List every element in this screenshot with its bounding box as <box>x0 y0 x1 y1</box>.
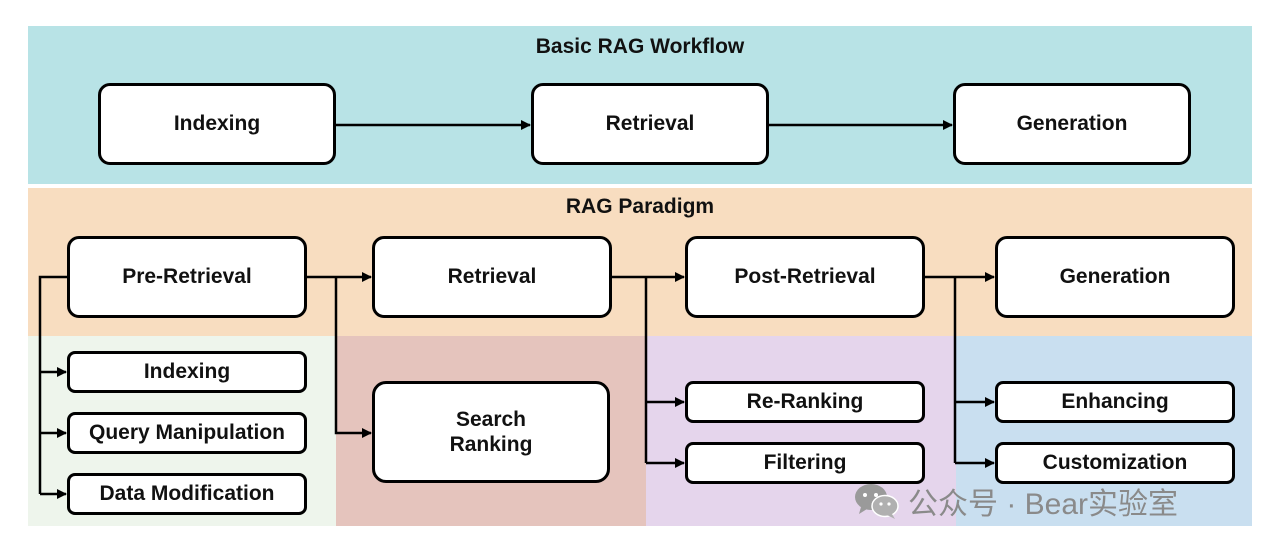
item-search-ranking: Search Ranking <box>372 381 610 483</box>
workflow-title: Basic RAG Workflow <box>535 35 745 58</box>
workflow-step-indexing: Indexing <box>98 83 336 165</box>
item-re-ranking: Re-Ranking <box>685 381 925 423</box>
item-data-modification: Data Modification <box>67 473 307 515</box>
item-filtering: Filtering <box>685 442 925 484</box>
stage-pre-retrieval: Pre-Retrieval <box>67 236 307 318</box>
workflow-step-generation: Generation <box>953 83 1191 165</box>
item-query-manipulation: Query Manipulation <box>67 412 307 454</box>
item-indexing: Indexing <box>67 351 307 393</box>
item-enhancing: Enhancing <box>995 381 1235 423</box>
watermark-text: 公众号 · Bear实验室 <box>908 488 1179 521</box>
wechat-icon <box>855 484 899 519</box>
post-retrieval-zone <box>646 336 956 526</box>
item-customization: Customization <box>995 442 1235 484</box>
watermark: 公众号 · Bear实验室 <box>852 478 1252 524</box>
generation-zone <box>956 336 1252 526</box>
paradigm-title: RAG Paradigm <box>565 195 715 218</box>
workflow-step-retrieval: Retrieval <box>531 83 769 165</box>
stage-post-retrieval: Post-Retrieval <box>685 236 925 318</box>
stage-retrieval: Retrieval <box>372 236 612 318</box>
stage-generation: Generation <box>995 236 1235 318</box>
